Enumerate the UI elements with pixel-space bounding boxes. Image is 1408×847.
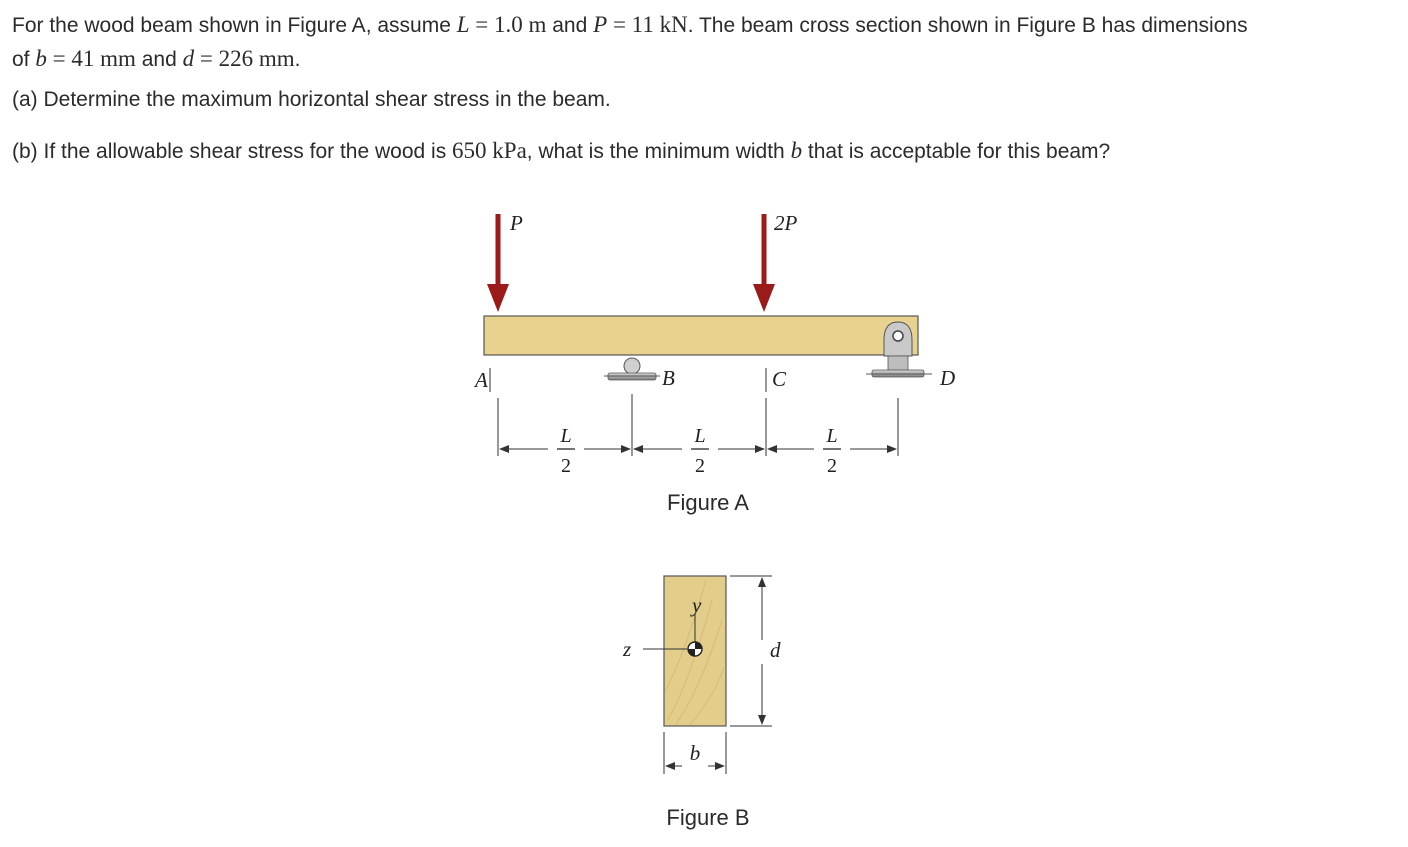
dim-l-over-2-bc: L 2 [691,425,709,477]
dim-denominator: 2 [827,455,837,477]
part-b-text-2: , what is the minimum width [526,140,791,163]
y-axis-label: y [690,593,702,617]
given-values: For the wood beam shown in Figure A, ass… [12,8,1402,76]
part-b-question: (b) If the allowable shear stress for th… [12,138,1110,164]
and-text: and [135,48,183,71]
dim-denominator: 2 [695,455,705,477]
P-symbol: P [593,12,608,37]
figure-a: P 2P B D A C [473,211,955,515]
L-symbol: L [456,12,470,37]
figure-b-caption: Figure B [666,805,749,830]
dim-numerator: L [559,425,571,447]
equals-sign: = [46,46,72,71]
load-arrow-p [487,214,509,312]
wood-grain [665,579,725,725]
problem-statement: For the wood beam shown in Figure A, ass… [12,8,1402,76]
point-label-d: D [939,366,955,390]
dim-numerator: L [693,425,705,447]
dim-b-lines [663,732,727,774]
dim-d-lines [730,575,772,727]
equals-sign: = [469,12,495,37]
point-label-a: A [473,368,488,392]
dim-b-label: b [690,741,701,765]
period: . [294,48,301,71]
part-a-question: (a) Determine the maximum horizontal she… [12,88,611,111]
dimension-extension-lines [497,394,899,456]
figure-a-caption: Figure A [667,490,749,515]
load-label-p: P [509,211,523,235]
part-b-text-3: that is acceptable for this beam? [802,140,1111,163]
equals-sign: = [194,46,219,71]
z-axis-label: z [622,637,631,661]
dim-d-label: d [770,638,781,662]
dim-denominator: 2 [561,455,571,477]
figure-b: y z d b Figure B [622,575,781,830]
b-symbol: b [790,138,803,163]
d-value: 226 mm [218,46,295,71]
P-value: 11 kN [631,12,688,37]
L-value: 1.0 m [494,12,547,37]
b-value: 41 mm [71,46,136,71]
centroid-icon [687,641,703,657]
point-label-c: C [772,367,787,391]
load-arrow-2p [753,214,775,312]
dim-numerator: L [825,425,837,447]
intro-text: For the wood beam shown in Figure A, ass… [12,14,457,37]
of-text: of [12,48,36,71]
pin-support-d [866,321,932,378]
and-text: and [546,14,594,37]
roller-support-b [604,357,660,381]
load-label-2p: 2P [774,211,798,235]
d-symbol: d [182,46,195,71]
dim-l-over-2-ab: L 2 [557,425,575,477]
allowable-stress-value: 650 kPa [452,138,527,163]
equals-sign: = [607,12,632,37]
part-b-text: (b) If the allowable shear stress for th… [12,140,453,163]
intro-text-2: . The beam cross section shown in Figure… [687,14,1248,37]
point-label-b: B [662,366,675,390]
b-symbol: b [35,46,47,71]
wood-beam [483,315,919,356]
dim-l-over-2-cd: L 2 [823,425,841,477]
